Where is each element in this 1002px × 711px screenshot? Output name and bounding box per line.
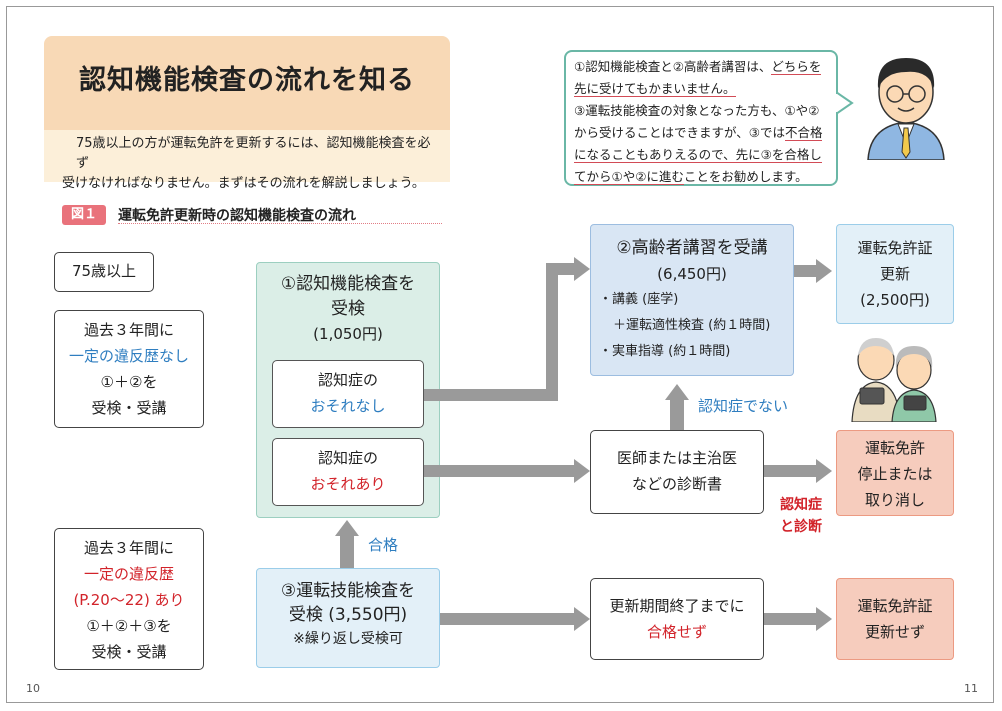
violation-box: 過去３年間に 一定の違反歴 (P.20～22) あり ①＋②＋③を 受検・受講 xyxy=(54,528,204,670)
no-violation-line-3: ①＋②を xyxy=(100,373,158,391)
no-renewal-box: 運転免許証 更新せず xyxy=(836,578,954,660)
page-number-right: 11 xyxy=(964,682,978,695)
cognitive-title-line-2: 受検 xyxy=(331,299,365,319)
no-renewal-arrow xyxy=(764,613,818,625)
intro-panel xyxy=(44,130,450,182)
lecture-title: ②高齢者講習を受講 xyxy=(616,238,768,258)
doctor-line-1: 医師または主治医 xyxy=(616,449,737,467)
intro-line-1: 75歳以上の方が運転免許を更新するには、認知機能検査を必ず xyxy=(76,136,431,171)
page-number-left: 10 xyxy=(26,682,40,695)
lecture-item-3: ・実車指導 (約１時間) xyxy=(599,344,731,359)
no-dementia-arrow-h xyxy=(424,389,558,401)
no-renewal-line-1: 運転免許証 xyxy=(857,597,933,615)
no-renewal-arrow-head xyxy=(816,607,832,631)
revocation-arrow xyxy=(764,465,818,477)
cognitive-title-line-1: ①認知機能検査を xyxy=(280,274,416,294)
no-violation-box: 過去３年間に 一定の違反歴なし ①＋②を 受検・受講 xyxy=(54,310,204,428)
possible-dementia-box: 認知症の おそれあり xyxy=(272,438,424,506)
no-violation-line-2: 一定の違反歴なし xyxy=(68,347,189,365)
speech-line-6: てから①や②に進む xyxy=(574,169,684,185)
intro-text: 75歳以上の方が運転免許を更新するには、認知機能検査を必ず 受けなければなりませ… xyxy=(62,134,442,194)
driving-note: ※繰り返し受検可 xyxy=(293,631,403,647)
cognitive-fee: (1,050円) xyxy=(313,325,383,343)
violation-line-1: 過去３年間に xyxy=(83,539,174,557)
figure-underline xyxy=(118,223,442,224)
no-dementia-line-2: おそれなし xyxy=(310,397,386,415)
violation-line-3: (P.20～22) あり xyxy=(73,591,185,609)
fail-arrow-head xyxy=(574,607,590,631)
renewal-arrow-head xyxy=(816,259,832,283)
renewal-arrow xyxy=(794,265,818,277)
figure-title: 運転免許更新時の認知機能検査の流れ xyxy=(118,208,356,224)
revocation-line-1: 運転免許 xyxy=(864,439,925,457)
pass-arrow-head xyxy=(335,520,359,536)
renewal-box: 運転免許証 更新 (2,500円) xyxy=(836,224,954,324)
fail-arrow xyxy=(440,613,576,625)
intro-line-2: 受けなければなりません。まずはその流れを解説しましょう。 xyxy=(62,176,425,191)
pass-arrow-shaft xyxy=(340,534,354,568)
violation-line-4: ①＋②＋③を xyxy=(86,617,172,635)
speech-line-4: から受けることはできますが、③では xyxy=(574,125,785,140)
speech-tail xyxy=(836,92,854,114)
no-renewal-line-2: 更新せず xyxy=(864,623,925,641)
lecture-fee: (6,450円) xyxy=(657,265,727,283)
renewal-fee: (2,500円) xyxy=(860,291,930,309)
fail-box: 更新期間終了までに 合格せず xyxy=(590,578,764,660)
speech-underline-4: 不合格 xyxy=(784,125,823,141)
age-box: 75歳以上 xyxy=(54,252,154,292)
doctor-certificate-box: 医師または主治医 などの診断書 xyxy=(590,430,764,514)
doctor-line-2: などの診断書 xyxy=(631,475,722,493)
elderly-couple-illustration xyxy=(851,338,937,422)
lecture-box: ②高齢者講習を受講 (6,450円) ・講義 (座学) ＋運転適性検査 (約１時… xyxy=(590,224,794,376)
revocation-box: 運転免許 停止または 取り消し xyxy=(836,430,954,516)
no-dementia-arrow-v xyxy=(546,263,558,401)
possible-dementia-arrow xyxy=(424,465,576,477)
violation-line-5: 受検・受講 xyxy=(91,643,167,661)
fail-line-2: 合格せず xyxy=(646,623,707,641)
speech-bubble xyxy=(564,50,838,186)
not-dementia-label: 認知症でない xyxy=(698,397,789,415)
cognitive-test-title: ①認知機能検査を 受検 (1,050円) xyxy=(256,272,440,347)
speech-line-3: ③運転技能検査の対象となった方も、①や② xyxy=(574,103,820,118)
fail-line-1: 更新期間終了までに xyxy=(609,597,745,615)
possible-dementia-line-2: おそれあり xyxy=(310,475,386,493)
driving-title-line-1: ③運転技能検査を xyxy=(280,581,416,601)
renewal-line-1: 運転免許証 xyxy=(857,239,933,257)
pass-label: 合格 xyxy=(368,536,399,554)
speech-underline-1: どちらを xyxy=(771,59,822,75)
no-dementia-arrow-head xyxy=(574,257,590,281)
no-dementia-arrow-h2 xyxy=(546,263,576,275)
revocation-line-2: 停止または xyxy=(857,465,933,483)
speech-line-5: になることもありえるので、先に xyxy=(574,147,761,163)
revocation-arrow-head xyxy=(816,459,832,483)
man-illustration xyxy=(867,58,945,160)
driving-test-box: ③運転技能検査を 受検 (3,550円) ※繰り返し受検可 xyxy=(256,568,440,668)
violation-line-2: 一定の違反歴 xyxy=(83,565,174,583)
page-frame xyxy=(6,6,994,703)
speech-text: ①認知機能検査と②高齢者講習は、どちらを 先に受けてもかまいません。 ③運転技能… xyxy=(574,56,836,188)
figure-badge: 図１ xyxy=(62,205,106,225)
dementia-diagnosis-label: 認知症 と診断 xyxy=(772,494,830,538)
lecture-item-1: ・講義 (座学) xyxy=(599,292,679,307)
no-dementia-box: 認知症の おそれなし xyxy=(272,360,424,428)
dementia-diagnosis-line-2: と診断 xyxy=(780,519,822,535)
speech-line-2: 先に受けてもかまいません。 xyxy=(574,81,736,97)
dementia-diagnosis-line-1: 認知症 xyxy=(780,497,822,513)
lecture-item-2: ＋運転適性検査 (約１時間) xyxy=(613,318,771,333)
not-dementia-arrow-shaft xyxy=(670,398,684,430)
page-title: 認知機能検査の流れを知る xyxy=(79,65,415,96)
driving-title-line-2: 受検 (3,550円) xyxy=(288,605,408,625)
speech-line-6b: ことをお勧めします。 xyxy=(683,169,808,184)
no-violation-line-1: 過去３年間に xyxy=(83,321,174,339)
not-dementia-arrow-head xyxy=(665,384,689,400)
no-violation-line-4: 受検・受講 xyxy=(91,399,167,417)
renewal-line-2: 更新 xyxy=(879,265,910,283)
possible-dementia-line-1: 認知症の xyxy=(317,449,378,467)
revocation-line-3: 取り消し xyxy=(864,491,925,509)
possible-dementia-arrow-head xyxy=(574,459,590,483)
title-panel xyxy=(44,36,450,130)
no-dementia-line-1: 認知症の xyxy=(317,371,378,389)
speech-line-1: ①認知機能検査と②高齢者講習は、 xyxy=(574,59,772,74)
speech-underline-5: ③を合格し xyxy=(760,147,822,163)
